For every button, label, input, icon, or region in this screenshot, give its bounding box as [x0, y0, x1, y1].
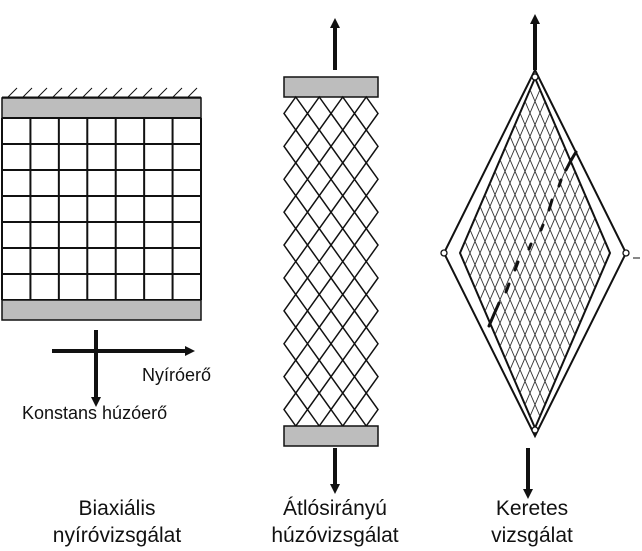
constant-tension-label: Konstans húzóerő	[22, 403, 168, 423]
fixed-support-hatching	[2, 87, 201, 98]
frame-hinge-pins	[440, 73, 630, 434]
caption-frame: Keretes vizsgálat	[452, 495, 612, 549]
caption-diagonal-line2: húzóvizsgálat	[271, 524, 399, 547]
diamond-lattice	[283, 95, 379, 428]
top-clamp	[283, 76, 379, 98]
outer-frame	[442, 67, 628, 439]
fabric-wrinkles	[487, 150, 578, 328]
bottom-clamp	[1, 299, 202, 321]
fabric-grid	[1, 117, 202, 301]
biaxial-shear-panel	[1, 87, 202, 407]
caption-biaxial: Biaxiális nyíróvizsgálat	[37, 495, 197, 549]
caption-diagonal: Átlósirányú húzóvizsgálat	[255, 495, 415, 549]
caption-biaxial-line1: Biaxiális	[78, 497, 156, 520]
top-clamp	[1, 97, 202, 119]
caption-diagonal-line1: Átlósirányú	[283, 497, 387, 520]
caption-frame-line1: Keretes	[495, 497, 569, 520]
fabric-mesh	[464, 89, 606, 417]
diagonal-tensile-panel	[283, 18, 379, 494]
bottom-clamp	[283, 425, 379, 447]
inner-frame	[458, 75, 612, 431]
frame-test-panel	[440, 14, 640, 499]
caption-biaxial-line2: nyíróvizsgálat	[52, 524, 182, 547]
shear-force-label: Nyíróerő	[142, 365, 212, 385]
caption-frame-line2: vizsgálat	[491, 524, 573, 547]
